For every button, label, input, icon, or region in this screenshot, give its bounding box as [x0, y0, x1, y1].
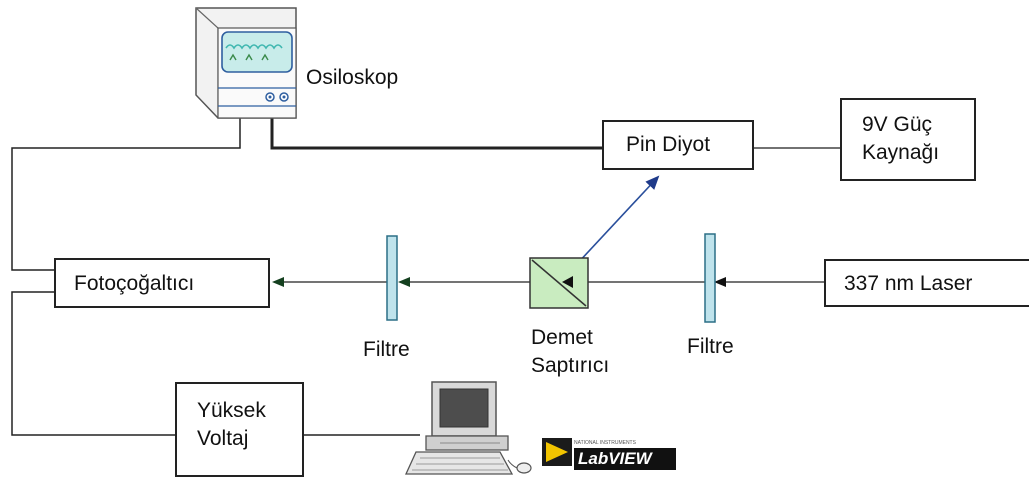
- power-supply-label-line2: Kaynağı: [862, 141, 940, 164]
- laser-label: 337 nm Laser: [844, 272, 973, 295]
- beam-splitter-label-line1: Demet: [531, 326, 593, 349]
- labview-logo-mark: [542, 438, 676, 470]
- pin-diode-box: Pin Diyot: [602, 120, 754, 170]
- oscilloscope-icon: [195, 7, 297, 119]
- beam-splitter-label: Demet Saptırıcı: [531, 324, 609, 380]
- photomultiplier-label: Fotoçoğaltıcı: [74, 272, 195, 295]
- high-voltage-box: Yüksek Voltaj: [175, 382, 304, 477]
- scope-pmt-cable: [11, 118, 241, 271]
- labview-maker-text: NATIONAL INSTRUMENTS: [574, 440, 636, 446]
- pin-diode-label: Pin Diyot: [626, 133, 711, 156]
- filter-right-plate: [704, 233, 716, 323]
- filter-left-label: Filtre: [363, 338, 410, 361]
- labview-product-text: LabVIEW: [578, 449, 652, 468]
- filter-right-label: Filtre: [687, 335, 734, 358]
- power-supply-label-line1: 9V Güç: [862, 113, 933, 136]
- beam-splitter-cube: [529, 257, 589, 309]
- filter-left-plate: [386, 235, 398, 321]
- power-supply-box: 9V Güç Kaynağı: [840, 98, 976, 181]
- high-voltage-label-line2: Voltaj: [197, 427, 249, 450]
- pmt-hv-cable: [11, 291, 175, 436]
- laser-box: 337 nm Laser: [824, 259, 1029, 307]
- computer-icon: [404, 381, 532, 475]
- scope-pin-cable: [270, 118, 602, 150]
- high-voltage-label-line1: Yüksek: [197, 399, 266, 422]
- photomultiplier-box: Fotoçoğaltıcı: [54, 258, 270, 308]
- oscilloscope-label: Osiloskop: [306, 66, 399, 89]
- beam-splitter-label-line2: Saptırıcı: [531, 354, 610, 377]
